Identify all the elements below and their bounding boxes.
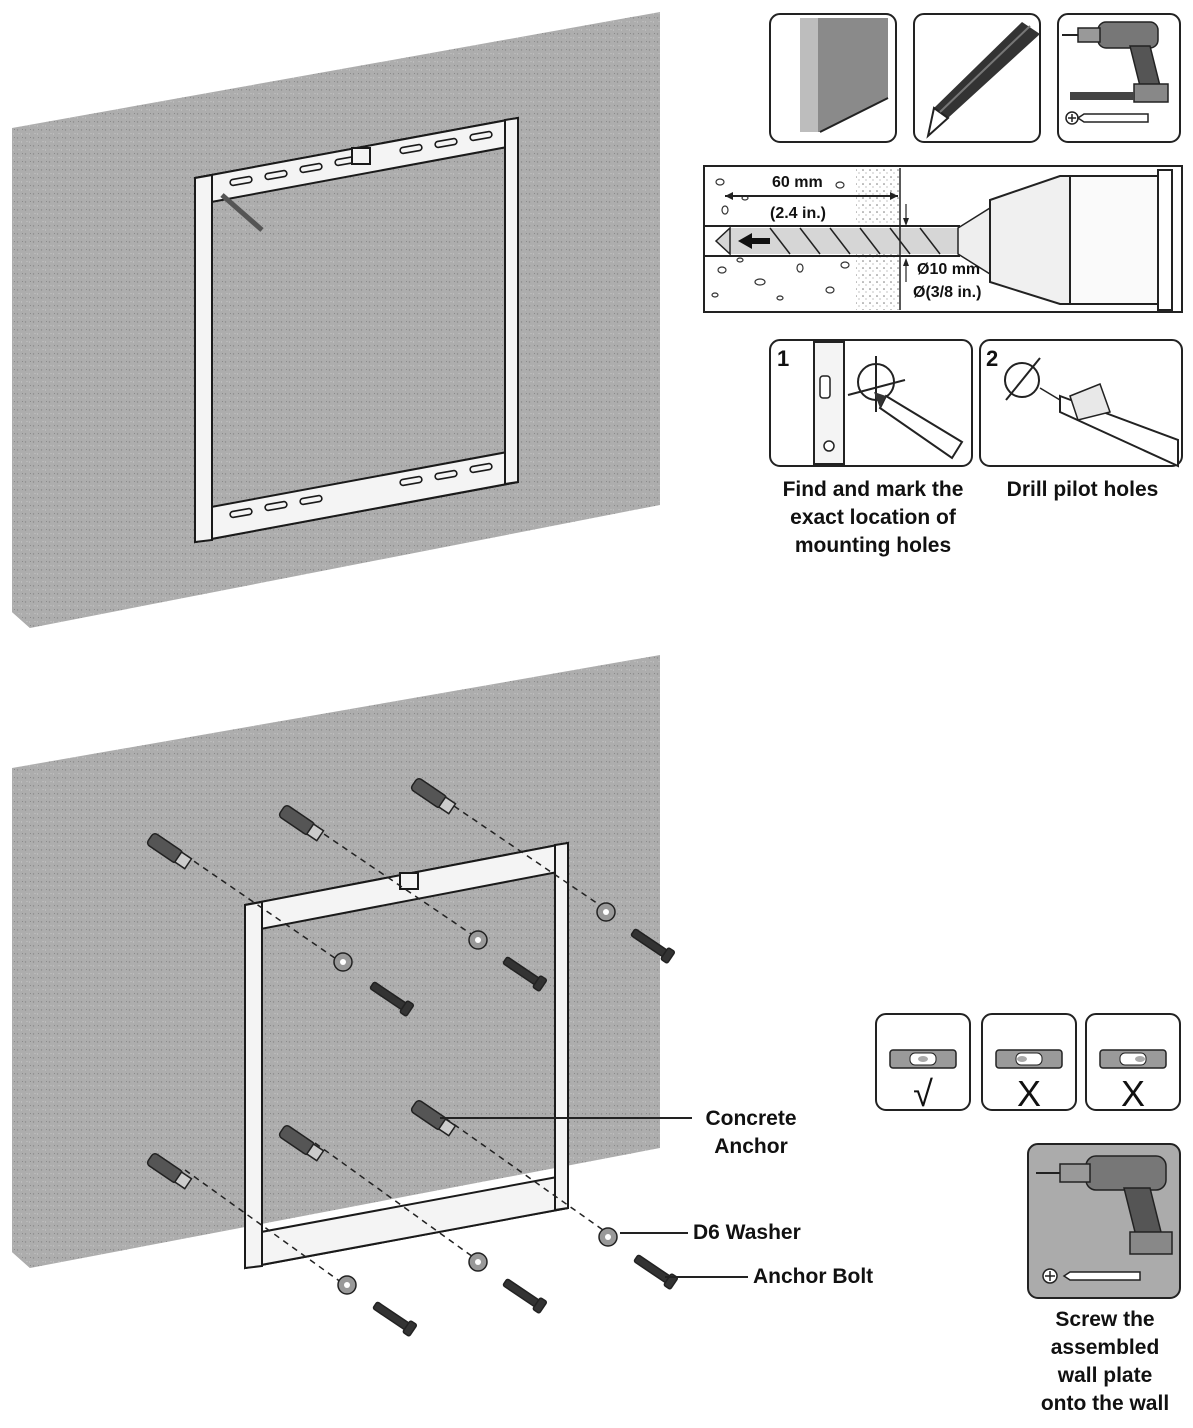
final-caption-line-1: Screw the — [1055, 1308, 1155, 1331]
drill-diameter-in: Ø(3/8 in.) — [913, 284, 982, 301]
level-bad-1-panel — [981, 1013, 1077, 1111]
tools-row — [769, 13, 1181, 143]
right-upright — [504, 116, 519, 486]
step-2-caption-line-1: Drill pilot holes — [1006, 478, 1159, 501]
step-1-number: 1 — [777, 346, 790, 371]
level-tool-panel — [769, 13, 897, 143]
level-ok-mark: √ — [913, 1073, 933, 1114]
level-bad-1-mark: X — [1016, 1073, 1041, 1114]
drill-tool-panel — [1057, 13, 1181, 143]
final-caption-line-3: wall plate — [1057, 1364, 1153, 1387]
step-1-caption-line-3: mounting holes — [794, 534, 952, 557]
final-step-caption: Screw the assembled wall plate onto the … — [1025, 1306, 1185, 1418]
guide-lines — [184, 799, 611, 1286]
step-2-panel — [979, 339, 1183, 468]
final-caption-line-2: assembled — [1050, 1336, 1160, 1359]
level-ok-panel — [875, 1013, 971, 1111]
concrete-anchor-label-line-1: Concrete — [705, 1107, 797, 1130]
bottom-plate-left-upright — [244, 900, 263, 1270]
bottom-wall-plate — [244, 841, 569, 1270]
screw-drill-panel — [1027, 1143, 1181, 1299]
final-caption-line-4: onto the wall — [1040, 1392, 1170, 1415]
concrete-anchor-label-line-2: Anchor — [714, 1135, 788, 1158]
left-upright — [194, 173, 213, 544]
step-1-caption-line-2: exact location of — [790, 506, 956, 529]
pencil-icon — [913, 13, 1041, 143]
d6-washer-label: D6 Washer — [693, 1221, 801, 1244]
anchor-bolt-label: Anchor Bolt — [753, 1265, 874, 1288]
drill-depth-mm: 60 mm — [772, 174, 823, 191]
drill-cross-section — [703, 165, 1183, 313]
drill-diameter-mm: Ø10 mm — [917, 261, 981, 278]
anchor-bolts — [369, 928, 679, 1337]
step-1-caption-line-1: Find and mark the — [782, 478, 964, 501]
top-wall — [12, 12, 660, 628]
level-bad-2-mark: X — [1120, 1073, 1145, 1114]
level-bad-2-panel — [1085, 1013, 1181, 1111]
step-2-number: 2 — [986, 346, 999, 371]
callout-leaders — [440, 1117, 748, 1278]
top-wall-plate — [194, 116, 519, 544]
bottom-plate-right-upright — [554, 841, 569, 1212]
drill-depth-in: (2.4 in.) — [770, 205, 827, 222]
level-check — [875, 1013, 1181, 1111]
step-2-caption: Drill pilot holes — [985, 476, 1180, 504]
concrete-anchor-label: Concrete Anchor — [696, 1105, 806, 1161]
top-wall-face — [12, 12, 660, 628]
step-1-panel — [769, 339, 973, 467]
concrete-anchors — [146, 777, 457, 1190]
step-1-caption: Find and mark the exact location of moun… — [765, 476, 981, 560]
